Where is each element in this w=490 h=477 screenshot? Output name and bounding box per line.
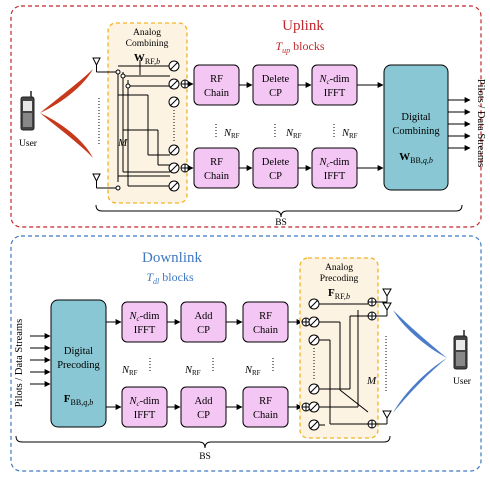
downlink-nrf-2: NRF [184,365,201,377]
downlink-input-label: Pilots / Data Streams [14,319,25,407]
downlink-digital-precoding [50,299,107,428]
uplink-digital-matrix: WBB,q,b [399,151,433,165]
uplink-analog-matrix: WRF,b [134,52,160,66]
uplink-ifft-2-l1: Nc-dim [319,157,350,169]
uplink-digital-combining [383,64,449,191]
downlink-user-phone-icon [453,330,468,370]
downlink-ifft-1-l1: Nc-dim [129,311,160,323]
uplink-analog-title: Analog [133,28,161,38]
downlink-rf-chain-1-l2: Chain [253,325,279,336]
uplink-output-arrows [448,97,471,151]
uplink-delete-cp-1-l2: CP [269,88,282,99]
downlink-antenna-icon [382,288,392,420]
uplink-rf-chain-1-l1: RF [210,74,223,85]
uplink-delete-cp-1 [252,64,299,106]
downlink-rf-chain-2-l2: Chain [253,410,279,421]
downlink-input-arrows [30,333,51,387]
uplink-ifft-1-l1: Nc-dim [319,74,350,86]
downlink-panel [10,235,482,472]
uplink-antenna-top-icon [92,57,118,73]
uplink-rf-chain-1 [193,64,240,106]
uplink-nrf-3: NRF [341,128,358,140]
downlink-ifft-2-l2: IFFT [134,410,156,421]
uplink-rf-chain-2-l1: RF [210,157,223,168]
uplink-delete-cp-2-l2: CP [269,171,282,182]
downlink-ifft-1 [121,301,168,343]
downlink-add-cp-2-l2: CP [197,410,210,421]
downlink-combiner-icon [367,297,377,429]
downlink-ifft-2-l1: Nc-dim [129,396,160,408]
uplink-user-phone-icon [20,91,35,131]
uplink-rf-chain-2 [193,147,240,189]
uplink-phase-shifter-icon [168,60,180,192]
uplink-delete-cp-2 [252,147,299,189]
downlink-user-label: User [453,377,472,387]
uplink-digital-l1: Digital [401,112,430,123]
downlink-analog-matrix: FRF,b [328,287,350,301]
uplink-antenna-bottom-icon [92,173,118,189]
uplink-title: Uplink [282,18,324,34]
uplink-ifft-2-l2: IFFT [324,171,346,182]
downlink-bs-label: BS [199,452,211,462]
uplink-bs-brace [95,204,463,218]
downlink-add-cp-1-l1: Add [194,311,213,322]
downlink-rf-chain-1-l1: RF [259,311,272,322]
downlink-digital-l2: Precoding [57,360,100,371]
downlink-analog-title: Analog [325,263,353,273]
uplink-analog-network [117,60,170,187]
uplink-nrf-2: NRF [285,128,302,140]
downlink-rf-chain-1 [242,301,289,343]
uplink-blocks-label: Tup blocks [275,39,324,55]
uplink-beam-icon [40,69,93,158]
downlink-rf-chain-2-l1: RF [259,396,272,407]
downlink-bs-brace [15,435,391,449]
uplink-panel [10,5,482,228]
uplink-delete-cp-1-l1: Delete [262,74,290,85]
uplink-digital-l2: Combining [392,126,440,137]
downlink-digital-matrix: FBB,q,b [64,393,93,407]
uplink-nrf-1: NRF [223,128,240,140]
downlink-add-cp-1 [180,301,227,343]
downlink-analog-title-2: Precoding [320,274,359,284]
uplink-ifft-2 [311,147,358,189]
uplink-rf-chain-1-l2: Chain [204,88,230,99]
downlink-add-cp-2-l1: Add [194,396,213,407]
uplink-user-label: User [19,139,38,149]
downlink-ifft-2 [121,386,168,428]
uplink-analog-title-2: Combining [126,39,169,49]
downlink-analog-network [319,296,388,426]
uplink-analog-junctions [115,69,131,191]
uplink-ifft-1 [311,64,358,106]
downlink-add-cp-2 [180,386,227,428]
downlink-splitter-icon [301,317,311,412]
downlink-nrf-1: NRF [121,365,138,377]
downlink-digital-l1: Digital [64,346,93,357]
downlink-antenna-count: M [366,375,377,387]
downlink-title: Downlink [142,250,203,266]
downlink-add-cp-1-l2: CP [197,325,210,336]
downlink-rf-chain-2 [242,386,289,428]
uplink-delete-cp-2-l1: Delete [262,157,290,168]
downlink-beam-icon [393,310,447,413]
downlink-blocks-label: Tdl blocks [146,270,194,286]
downlink-ifft-1-l2: IFFT [134,325,156,336]
downlink-nrf-3: NRF [244,365,261,377]
uplink-ifft-1-l2: IFFT [324,88,346,99]
uplink-output-label: Pilots / Data Streams [475,79,486,167]
uplink-rf-chain-2-l2: Chain [204,171,230,182]
uplink-bs-label: BS [275,218,287,228]
